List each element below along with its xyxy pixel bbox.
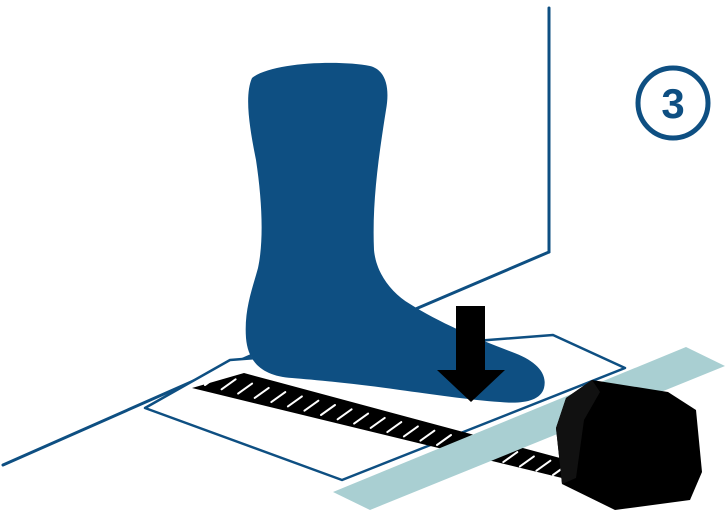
tape-tick — [353, 412, 370, 425]
tape-measure-side-face — [556, 380, 600, 484]
tape-tick — [518, 455, 535, 468]
tape-tick — [386, 421, 403, 434]
tape-measure-housing — [556, 380, 702, 510]
tape-tick — [220, 378, 237, 391]
tape-tick — [502, 451, 519, 464]
tape-tick — [204, 374, 220, 386]
step-number-circle — [635, 65, 711, 141]
tape-tick — [253, 386, 270, 399]
tape-tick — [320, 404, 336, 416]
tape-tick — [419, 429, 436, 442]
foot-icon — [245, 62, 545, 403]
down-arrow-head — [437, 370, 505, 402]
down-arrow-shaft — [456, 306, 485, 374]
tape-tick — [286, 395, 303, 408]
step-number-text: 3 — [661, 80, 684, 127]
tape-tick — [270, 391, 287, 404]
tape-tick — [402, 425, 419, 438]
tape-tick — [436, 434, 452, 446]
down-arrow-icon — [437, 306, 505, 402]
tape-tick — [303, 399, 320, 412]
tape-measure-icon — [556, 380, 702, 510]
tape-tick — [369, 416, 386, 429]
step-number-badge: 3 — [635, 65, 711, 141]
tape-tick — [336, 408, 353, 421]
tape-tick — [535, 459, 552, 472]
tape-tick — [237, 382, 254, 395]
